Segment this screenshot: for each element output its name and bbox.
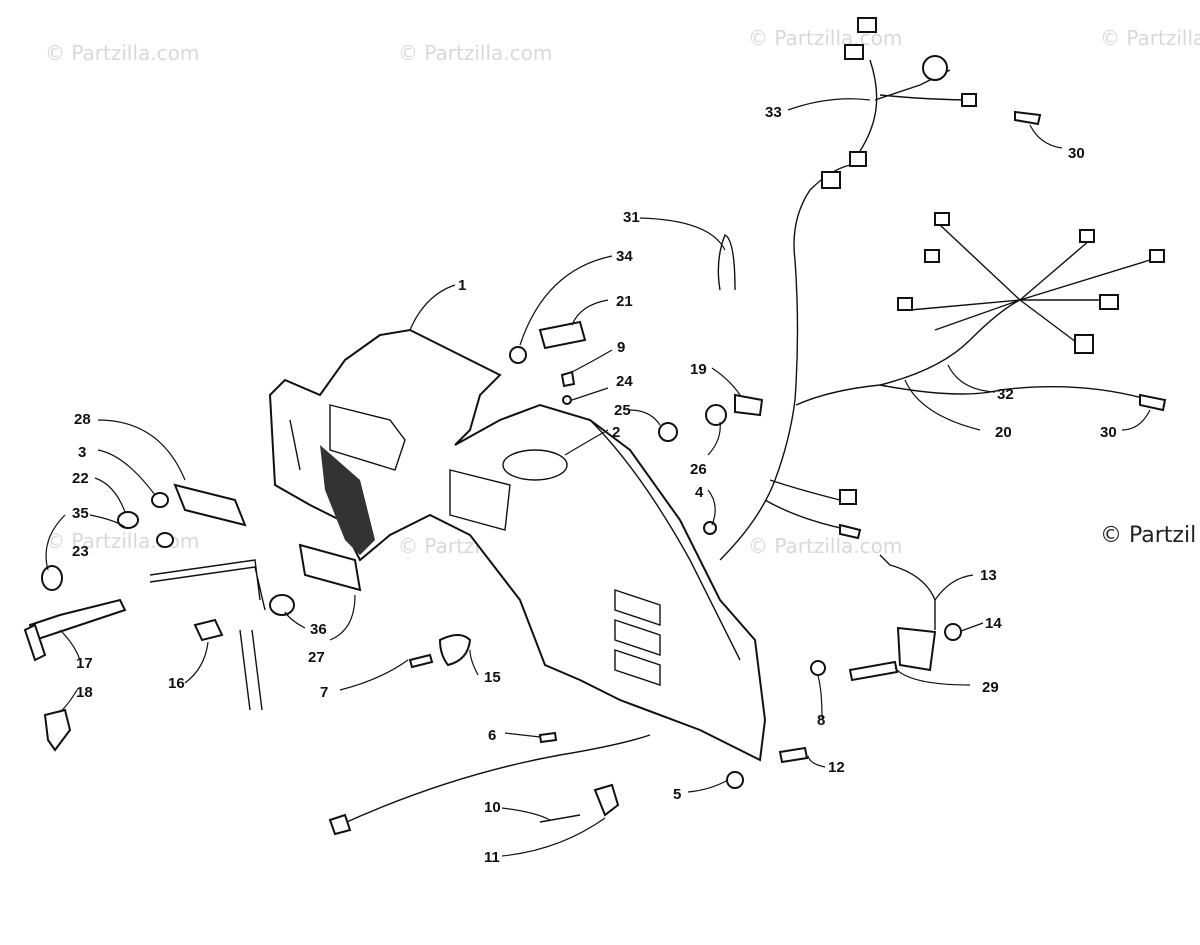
callout-34: 34 <box>616 248 633 265</box>
callout-30-b: 30 <box>1100 424 1117 441</box>
callout-15: 15 <box>484 669 501 686</box>
callout-16: 16 <box>168 675 185 692</box>
callout-9: 9 <box>617 339 625 356</box>
callout-14: 14 <box>985 615 1002 632</box>
callout-13: 13 <box>980 567 997 584</box>
callout-35: 35 <box>72 505 89 522</box>
callout-19: 19 <box>690 361 707 378</box>
callout-36: 36 <box>310 621 327 638</box>
callout-4: 4 <box>695 484 704 501</box>
callout-7: 7 <box>320 684 328 701</box>
watermark: © Partzilla.com <box>45 41 199 65</box>
callout-3: 3 <box>78 444 86 461</box>
watermark: © Partzilla.com <box>748 534 902 558</box>
callout-22: 22 <box>72 470 89 487</box>
callout-20: 20 <box>995 424 1012 441</box>
callout-21: 21 <box>616 293 633 310</box>
wiring-harness <box>717 17 1167 561</box>
callout-33: 33 <box>765 104 782 121</box>
callout-5: 5 <box>673 786 681 803</box>
callout-26: 26 <box>690 461 707 478</box>
callout-24: 24 <box>616 373 633 390</box>
callout-27: 27 <box>308 649 325 666</box>
callout-labels: 1 2 3 4 5 6 7 8 9 10 11 12 13 14 15 16 1… <box>72 104 1117 866</box>
right-parts <box>328 320 962 836</box>
callout-12: 12 <box>828 759 845 776</box>
callout-23: 23 <box>72 543 89 560</box>
callout-1: 1 <box>458 277 466 294</box>
watermark: © Partzilla.com <box>1100 26 1200 50</box>
watermark: © Partzilla.com <box>748 26 902 50</box>
callout-17: 17 <box>76 655 93 672</box>
callout-31: 31 <box>623 209 640 226</box>
callout-29: 29 <box>982 679 999 696</box>
callout-10: 10 <box>484 799 501 816</box>
callout-11: 11 <box>484 849 500 866</box>
callout-30: 30 <box>1068 145 1085 162</box>
leader-lines <box>45 98 1151 857</box>
callout-28: 28 <box>74 411 91 428</box>
callout-25: 25 <box>614 402 631 419</box>
watermark: © Partzil <box>1100 523 1196 548</box>
callout-2: 2 <box>612 424 620 441</box>
callout-6: 6 <box>488 727 496 744</box>
console-housing <box>268 328 767 762</box>
watermark: © Partzilla.com <box>45 529 199 553</box>
left-parts <box>23 483 362 752</box>
watermark: © Partzilla.com <box>398 41 552 65</box>
callout-32: 32 <box>997 386 1014 403</box>
callout-18: 18 <box>76 684 93 701</box>
callout-8: 8 <box>817 712 825 729</box>
